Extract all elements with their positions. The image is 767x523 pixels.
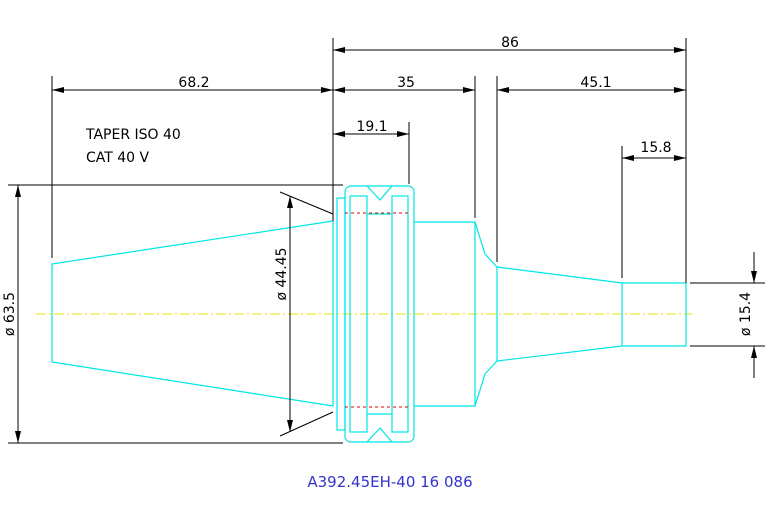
dim-overall-length: 86 bbox=[332, 35, 687, 283]
dim-label-overall: 86 bbox=[501, 35, 519, 51]
dim-label-63-5: ø 63.5 bbox=[2, 292, 18, 336]
dim-taper-diameter: ø 44.45 bbox=[274, 191, 334, 437]
dim-label-15-4: ø 15.4 bbox=[738, 292, 754, 336]
dim-flange-to-shoulder: 35 bbox=[333, 75, 476, 218]
dim-flange-diameter: ø 63.5 bbox=[2, 184, 343, 444]
part-number: A392.45EH-40 16 086 bbox=[307, 473, 472, 491]
dim-tip-diameter: ø 15.4 bbox=[690, 252, 765, 378]
dim-label-19: 19.1 bbox=[356, 119, 387, 135]
dim-tip-length: 15.8 bbox=[621, 140, 686, 278]
dim-taper-length: 68.2 bbox=[51, 75, 333, 258]
taper-note-line2: CAT 40 V bbox=[86, 150, 150, 166]
dim-flange-width: 19.1 bbox=[333, 119, 410, 184]
dim-label-44-45: ø 44.45 bbox=[274, 247, 290, 300]
dim-label-35: 35 bbox=[397, 75, 415, 91]
dim-label-taper: 68.2 bbox=[178, 75, 209, 91]
taper-note-line1: TAPER ISO 40 bbox=[85, 127, 181, 143]
dim-label-15-8: 15.8 bbox=[640, 140, 671, 156]
dim-label-45: 45.1 bbox=[580, 75, 611, 91]
tool-holder-outline bbox=[51, 185, 687, 443]
dim-body-length: 45.1 bbox=[496, 75, 686, 262]
